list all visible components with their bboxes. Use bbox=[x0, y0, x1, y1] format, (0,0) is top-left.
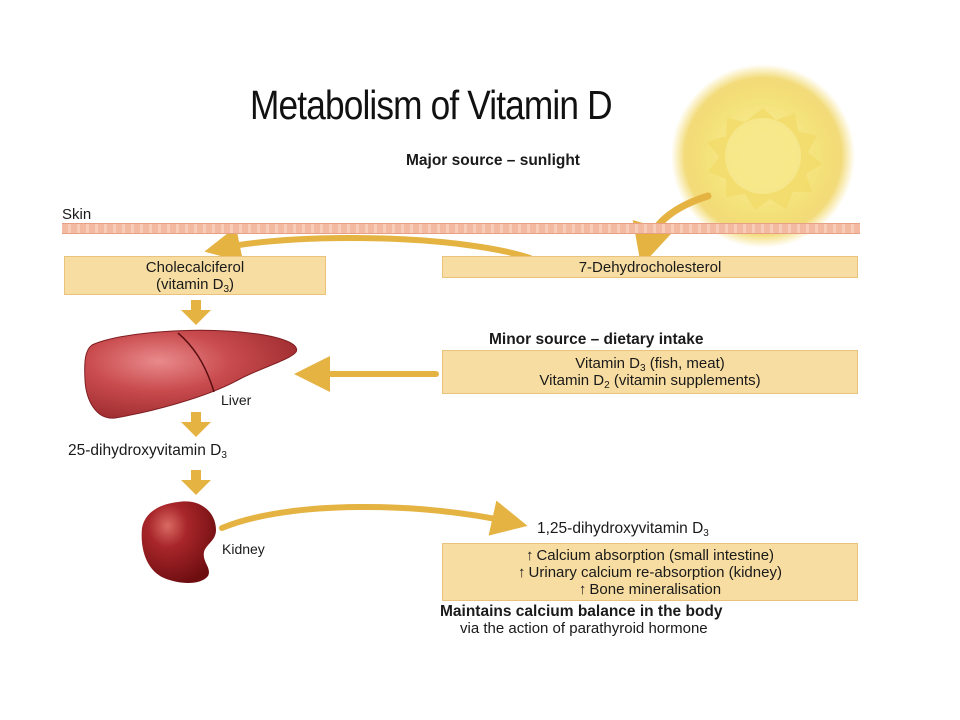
dehydrocholesterol-box: 7-Dehydrocholesterol bbox=[442, 256, 858, 278]
conversion-arrow bbox=[204, 226, 533, 263]
hydroxy125-label: 1,25-dihydroxyvitamin D3 bbox=[537, 520, 709, 539]
kidney-label: Kidney bbox=[222, 541, 265, 557]
liver-label: Liver bbox=[221, 392, 252, 408]
sunlight-label: Major source – sunlight bbox=[406, 152, 580, 169]
cholecalciferol-box: Cholecalciferol (vitamin D3) bbox=[64, 256, 326, 295]
effect-item: ↑ Bone mineralisation bbox=[579, 581, 721, 598]
down-arrow-to-kidney bbox=[181, 470, 211, 495]
footer-normal: via the action of parathyroid hormone bbox=[460, 620, 708, 637]
sun-icon bbox=[671, 64, 855, 248]
diagram-title: Metabolism of Vitamin D bbox=[250, 82, 613, 128]
dietary-d3: Vitamin D3 (fish, meat) bbox=[575, 355, 725, 374]
down-arrow-to-liver bbox=[181, 300, 211, 325]
kidney-to-125-arrow bbox=[219, 500, 528, 536]
dietary-d2: Vitamin D2 (vitamin supplements) bbox=[539, 372, 761, 391]
dehydrocholesterol-label: 7-Dehydrocholesterol bbox=[578, 258, 722, 276]
footer-bold: Maintains calcium balance in the body bbox=[440, 603, 723, 620]
hydroxy25-label: 25-dihydroxyvitamin D3 bbox=[68, 442, 227, 461]
effect-item: ↑ Calcium absorption (small intestine) bbox=[526, 547, 774, 564]
effect-text: Bone mineralisation bbox=[589, 580, 722, 598]
skin-label: Skin bbox=[62, 206, 92, 223]
liver-icon bbox=[84, 329, 298, 419]
effect-item: ↑ Urinary calcium re-absorption (kidney) bbox=[518, 564, 782, 581]
dietary-box: Vitamin D3 (fish, meat) Vitamin D2 (vita… bbox=[442, 350, 858, 394]
sunlight-arrow bbox=[632, 192, 712, 267]
effects-box: ↑ Calcium absorption (small intestine) ↑… bbox=[442, 543, 858, 601]
up-arrow-icon: ↑ bbox=[578, 580, 587, 598]
kidney-icon bbox=[141, 501, 216, 583]
up-arrow-icon: ↑ bbox=[518, 563, 526, 581]
up-arrow-icon: ↑ bbox=[525, 546, 534, 564]
effect-text: Calcium absorption (small intestine) bbox=[536, 546, 775, 564]
skin-band bbox=[62, 223, 860, 234]
effect-text: Urinary calcium re-absorption (kidney) bbox=[528, 563, 782, 581]
cholecalciferol-name: Cholecalciferol bbox=[145, 258, 245, 276]
cholecalciferol-vitamin: (vitamin D3) bbox=[155, 275, 235, 295]
dietary-header: Minor source – dietary intake bbox=[489, 331, 704, 348]
down-arrow-to-25-hydroxy bbox=[181, 412, 211, 437]
